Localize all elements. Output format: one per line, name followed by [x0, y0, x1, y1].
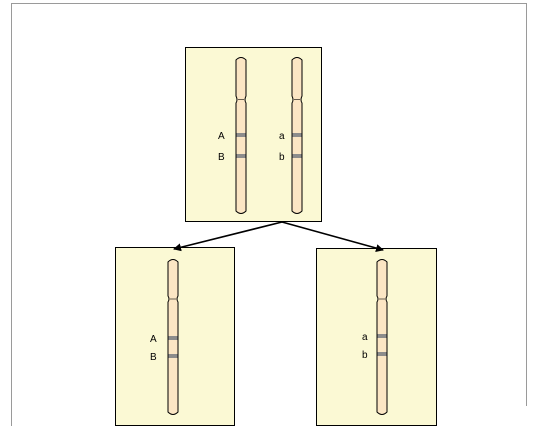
arrow-to-right-cell — [281, 221, 384, 252]
parent-chromosome-1-allele-lower: B — [218, 152, 225, 163]
parent-chromosome-2-band-lower — [292, 154, 302, 158]
right-daughter-chromosome-band-upper — [377, 334, 387, 338]
arrow-to-left-cell — [173, 221, 283, 252]
parent-chromosome-1-allele-upper: A — [218, 131, 225, 142]
parent-chromosome-2-band-upper — [292, 133, 302, 137]
left-daughter-chromosome — [167, 259, 179, 415]
right-daughter-chromosome — [376, 259, 388, 415]
frame-left-border — [11, 3, 12, 426]
left-daughter-chromosome-band-upper — [168, 336, 178, 340]
left-daughter-chromosome-band-lower — [168, 354, 178, 358]
left-daughter-allele-lower: B — [150, 352, 157, 363]
frame-right-border — [526, 3, 527, 406]
parent-chromosome-2-allele-upper: a — [279, 131, 285, 142]
right-daughter-chromosome-band-lower — [377, 352, 387, 356]
frame-top-border — [11, 3, 526, 4]
parent-chromosome-1 — [235, 57, 247, 214]
left-daughter-allele-upper: A — [150, 334, 157, 345]
parent-chromosome-2-allele-lower: b — [279, 152, 285, 163]
right-daughter-allele-lower: b — [362, 350, 368, 361]
parent-chromosome-1-band-upper — [236, 133, 246, 137]
parent-chromosome-1-band-lower — [236, 154, 246, 158]
parent-chromosome-2 — [291, 57, 303, 214]
right-daughter-allele-upper: a — [362, 332, 368, 343]
